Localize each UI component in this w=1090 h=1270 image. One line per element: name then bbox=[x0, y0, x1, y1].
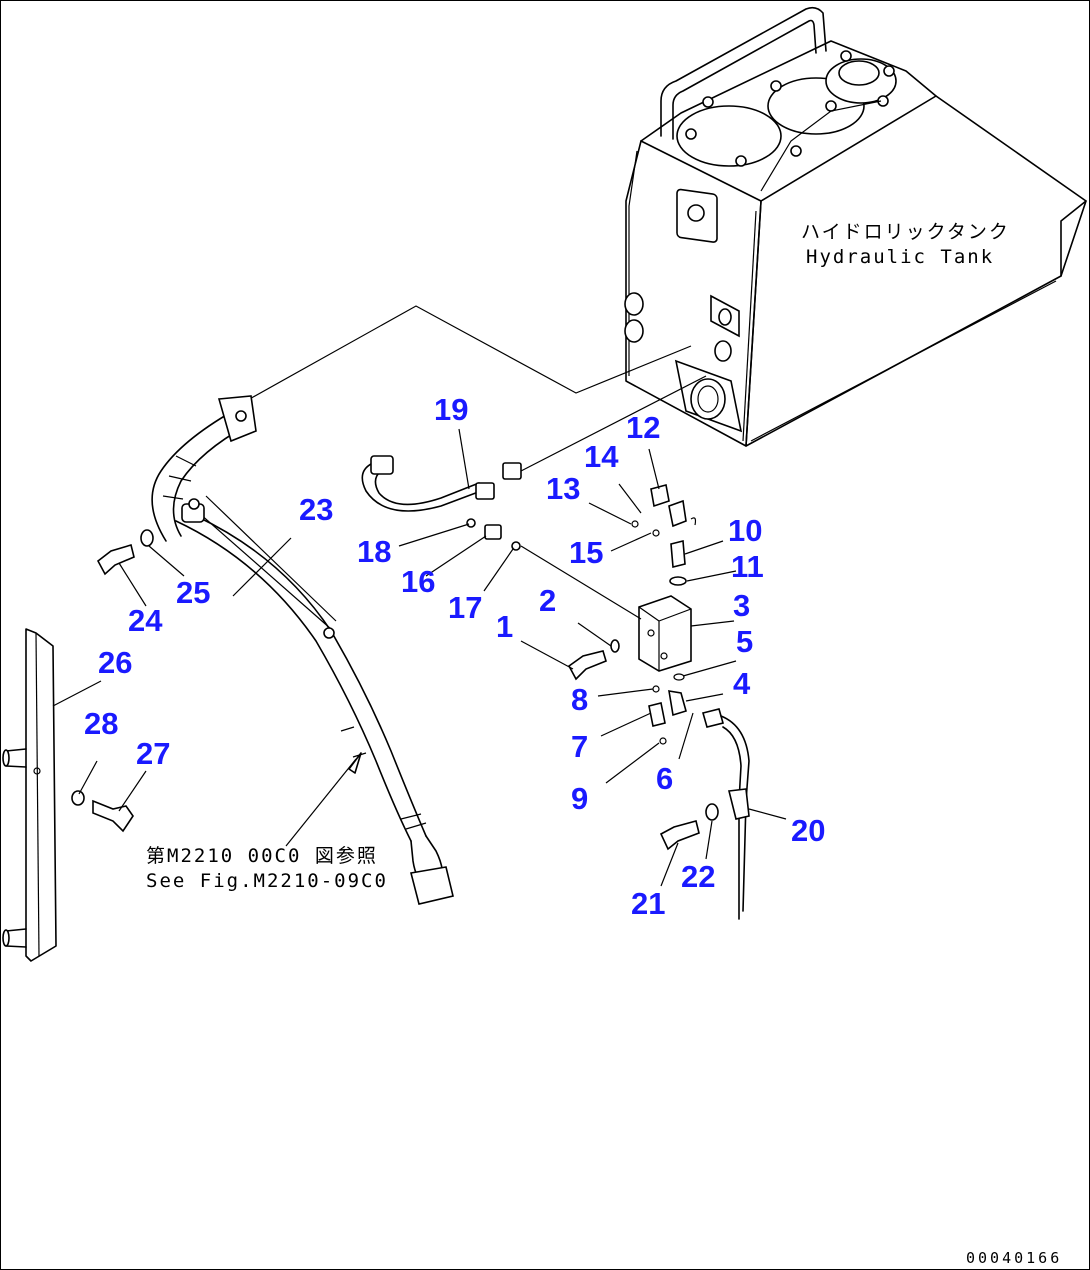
hydraulic-tank bbox=[624, 6, 1087, 447]
callout-10: 10 bbox=[728, 513, 762, 548]
callout-12: 12 bbox=[626, 410, 660, 445]
callout-8: 8 bbox=[571, 682, 588, 717]
callout-5: 5 bbox=[736, 624, 753, 659]
callout-13: 13 bbox=[546, 471, 580, 506]
valve-block bbox=[567, 484, 750, 920]
callout-6: 6 bbox=[656, 761, 673, 796]
callout-17: 17 bbox=[448, 590, 482, 625]
callout-15: 15 bbox=[569, 535, 603, 570]
drawing-code: 00040166 bbox=[966, 1249, 1062, 1267]
callout-22: 22 bbox=[681, 859, 715, 894]
ref-label-jp: 第M2210 00C0 図参照 bbox=[146, 845, 378, 867]
leader-lines bbox=[52, 428, 787, 887]
callout-27: 27 bbox=[136, 736, 170, 771]
hose-19 bbox=[361, 455, 522, 551]
callout-2: 2 bbox=[539, 583, 556, 618]
callout-4: 4 bbox=[733, 666, 751, 701]
callout-28: 28 bbox=[84, 706, 118, 741]
tank-label-en: Hydraulic Tank bbox=[806, 246, 994, 268]
callout-20: 20 bbox=[791, 813, 825, 848]
callout-7: 7 bbox=[571, 729, 588, 764]
callout-9: 9 bbox=[571, 781, 588, 816]
callout-3: 3 bbox=[733, 588, 750, 623]
callout-25: 25 bbox=[176, 575, 210, 610]
tank-label-jp: ハイドロリックタンク bbox=[801, 221, 1010, 243]
bracket-26 bbox=[2, 628, 134, 962]
callout-24: 24 bbox=[128, 603, 163, 638]
callout-26: 26 bbox=[98, 645, 132, 680]
callout-19: 19 bbox=[434, 392, 468, 427]
callout-21: 21 bbox=[631, 886, 665, 921]
hose-23 bbox=[151, 395, 454, 905]
callout-18: 18 bbox=[357, 534, 391, 569]
callout-1: 1 bbox=[496, 609, 513, 644]
callout-14: 14 bbox=[584, 439, 619, 474]
ref-label-en: See Fig.M2210-09C0 bbox=[146, 870, 388, 892]
callout-23: 23 bbox=[299, 492, 333, 527]
callout-16: 16 bbox=[401, 564, 435, 599]
callout-11: 11 bbox=[731, 549, 764, 584]
